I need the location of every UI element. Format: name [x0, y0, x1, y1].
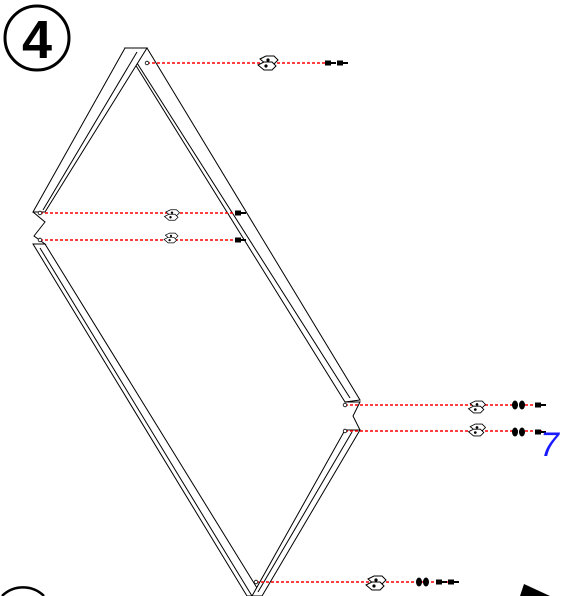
screw-bottom-a — [436, 579, 447, 585]
hinge-bracket-bottom — [365, 575, 387, 591]
frame-bottom-right-inner — [257, 431, 353, 593]
hole-markers — [37, 60, 348, 585]
screw-top-a — [325, 60, 336, 66]
step-number: 4 — [22, 10, 52, 70]
screw-top-b — [337, 60, 348, 66]
screw-right-upper — [535, 402, 546, 408]
callout-number: 7 — [540, 426, 560, 464]
guide-lines — [40, 62, 542, 583]
frame-right-joint — [345, 401, 361, 431]
washer-pair-right-lower — [512, 427, 525, 437]
hinge-bracket-top — [257, 55, 279, 71]
hinge-bracket-right-lower — [468, 423, 486, 437]
frame-bottom-left-inner — [39, 247, 253, 596]
frame-top-right-rail — [124, 47, 361, 403]
frame-top-left-rail — [32, 47, 148, 213]
frame-top-left-inner — [42, 51, 138, 211]
panel-frame — [32, 47, 361, 596]
next-step-badge-partial — [1, 586, 45, 596]
step-badge-circle — [3, 4, 71, 72]
washer-pair-right-upper — [512, 400, 525, 410]
arrow-partial — [520, 584, 550, 596]
hinge-bracket-left-upper — [164, 209, 180, 221]
frame-top-right-inner — [129, 51, 351, 399]
screw-bottom-b — [448, 579, 459, 585]
step-badge: 4 — [3, 4, 71, 72]
hinge-bracket-left-lower — [163, 232, 179, 244]
frame-bottom-left-rail — [32, 243, 263, 596]
frame-bottom-right-rail — [251, 429, 361, 596]
hinge-bracket-right-upper — [468, 400, 486, 414]
hardware-bottom — [365, 575, 459, 591]
